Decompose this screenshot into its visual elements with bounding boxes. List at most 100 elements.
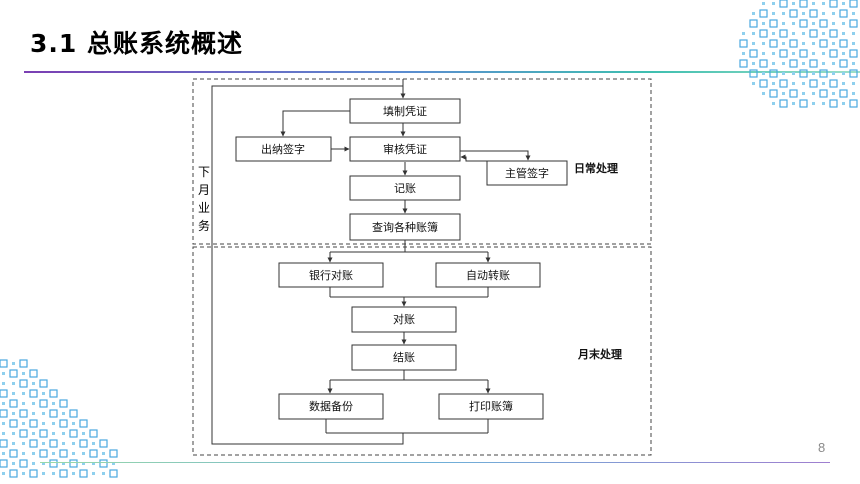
decorative-dot xyxy=(769,89,778,98)
decorative-dot xyxy=(792,22,795,25)
decorative-dot xyxy=(62,442,65,445)
decorative-dot xyxy=(822,32,825,35)
decorative-dot xyxy=(772,62,775,65)
decorative-dot xyxy=(809,9,818,18)
decorative-dot xyxy=(49,459,58,468)
step-auto-transfer-label: 自动转账 xyxy=(466,268,510,282)
decorative-dot xyxy=(42,472,45,475)
decorative-dot xyxy=(2,472,5,475)
decorative-dot xyxy=(2,452,5,455)
decorative-dot xyxy=(822,52,825,55)
decorative-dot xyxy=(779,79,788,88)
step-print-books-box xyxy=(438,393,544,420)
decorative-dot xyxy=(789,89,798,98)
decorative-dot xyxy=(749,69,758,78)
decorative-dot xyxy=(832,92,835,95)
decorative-dot xyxy=(29,369,38,378)
decorative-dot xyxy=(762,92,765,95)
decorative-dot xyxy=(812,102,815,105)
decorative-dot xyxy=(822,62,825,65)
decorative-dot xyxy=(799,99,808,108)
decorative-dot xyxy=(802,42,805,45)
decorative-dot xyxy=(792,32,795,35)
decorative-dot xyxy=(819,39,828,48)
decorative-dot xyxy=(849,69,858,78)
decorative-dot xyxy=(782,12,785,15)
decorative-dot xyxy=(809,59,818,68)
decorative-dot xyxy=(0,459,8,468)
decorative-dot xyxy=(792,52,795,55)
decorative-dot xyxy=(752,12,755,15)
decorative-dot xyxy=(779,29,788,38)
decorative-dot xyxy=(739,39,748,48)
decorative-dot xyxy=(22,422,25,425)
decorative-dot xyxy=(782,62,785,65)
side-label-char: 务 xyxy=(198,218,210,233)
decorative-dot xyxy=(769,69,778,78)
decorative-dot xyxy=(852,42,855,45)
decorative-dot xyxy=(49,439,58,448)
side-label-char: 业 xyxy=(198,201,210,215)
decorative-dot xyxy=(749,49,758,58)
decorative-dot xyxy=(752,32,755,35)
step-cashier-sign-box xyxy=(235,136,332,162)
step-close-account-label: 结账 xyxy=(393,351,415,364)
loop-back-line xyxy=(211,85,404,445)
step-data-backup-label: 数据备份 xyxy=(309,399,353,413)
decorative-dot xyxy=(22,392,25,395)
decorative-dot xyxy=(82,462,85,465)
step-cashier-sign-label: 出纳签字 xyxy=(261,142,305,156)
decorative-dot xyxy=(102,472,105,475)
decorative-dot xyxy=(52,422,55,425)
decorative-dot xyxy=(822,102,825,105)
decorative-dot xyxy=(852,82,855,85)
decorative-dot xyxy=(852,62,855,65)
step-data-backup-box xyxy=(278,393,384,420)
decorative-dot xyxy=(109,449,118,458)
decorative-dot xyxy=(812,2,815,5)
decorative-dot xyxy=(772,2,775,5)
step-supervisor-sign-box xyxy=(486,160,568,186)
decorative-dot xyxy=(32,382,35,385)
decorative-dot xyxy=(2,372,5,375)
step-supervisor-sign-label: 主管签字 xyxy=(505,166,549,180)
decorative-dot xyxy=(2,402,5,405)
decorative-dot xyxy=(69,409,78,418)
decorative-dot xyxy=(802,12,805,15)
decorative-dot xyxy=(849,49,858,58)
decorative-dot xyxy=(842,72,845,75)
decorative-dot xyxy=(22,472,25,475)
decorative-dot xyxy=(782,72,785,75)
decorative-dot xyxy=(29,419,38,428)
decorative-dot xyxy=(52,472,55,475)
decorative-dot xyxy=(832,42,835,45)
decorative-dot xyxy=(802,32,805,35)
decorative-dot xyxy=(109,469,118,478)
slide-title: 3.1 总账系统概述 xyxy=(30,29,243,58)
daily-section-frame xyxy=(192,78,652,245)
decorative-dot xyxy=(822,2,825,5)
decorative-dot xyxy=(19,459,28,468)
decorative-dot xyxy=(759,79,768,88)
decorative-dot xyxy=(19,409,28,418)
step-fill-voucher-label: 填制凭证 xyxy=(383,104,427,118)
decorative-dot xyxy=(62,412,65,415)
decorative-dot xyxy=(22,402,25,405)
decorative-dot xyxy=(0,359,8,368)
decorative-dot xyxy=(742,32,745,35)
decorative-dot xyxy=(49,389,58,398)
step-query-books-label: 查询各种账簿 xyxy=(372,220,438,234)
decorative-dot xyxy=(42,422,45,425)
decorative-dot xyxy=(79,439,88,448)
decorative-dot xyxy=(99,459,108,468)
decorative-dot xyxy=(829,29,838,38)
decorative-dot xyxy=(79,419,88,428)
decorative-dot xyxy=(42,392,45,395)
step-post-account-box xyxy=(349,175,461,201)
decorative-dot xyxy=(752,62,755,65)
decorative-dot xyxy=(9,449,18,458)
decorative-dot xyxy=(59,449,68,458)
decorative-dot xyxy=(32,432,35,435)
decorative-dot xyxy=(842,82,845,85)
decorative-dot xyxy=(69,429,78,438)
